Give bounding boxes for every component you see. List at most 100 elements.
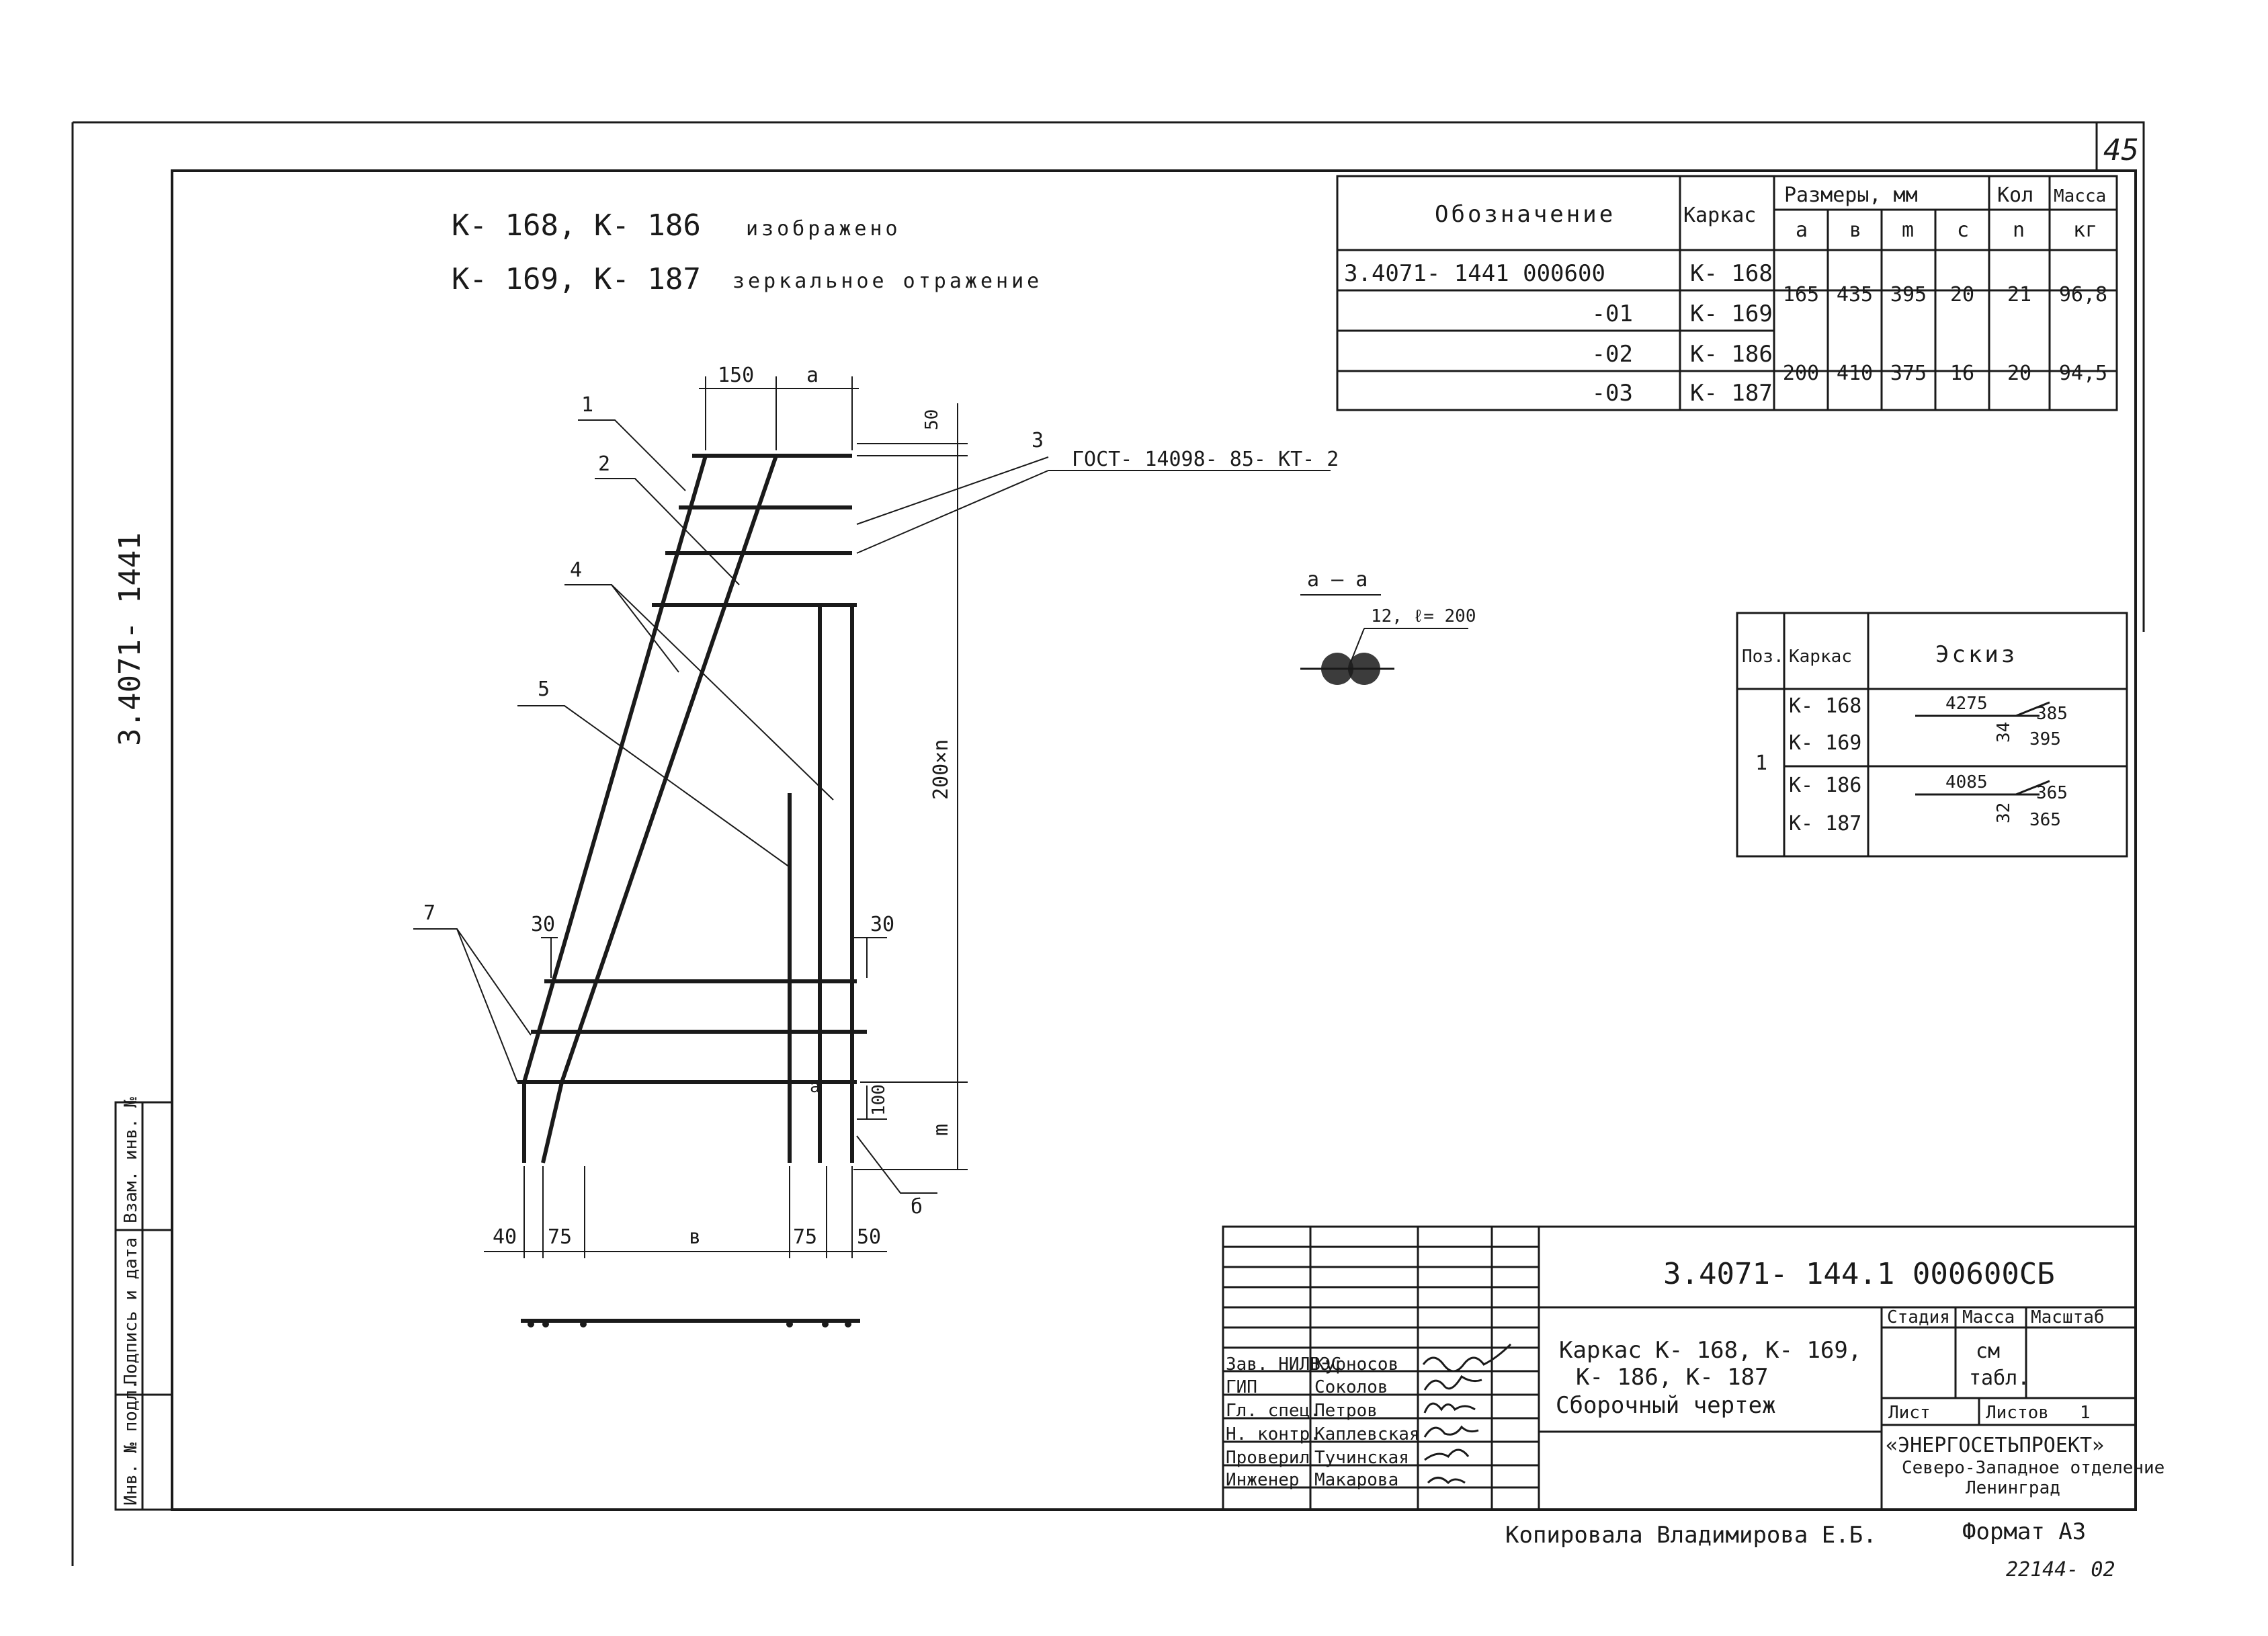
spec-table: Обозначение Каркас Размеры, мм a в m c К… bbox=[1336, 175, 2118, 411]
group2-a: 200 bbox=[1783, 362, 1819, 385]
sketch1-base: 395 bbox=[2029, 729, 2061, 749]
dim-m-right: m bbox=[929, 1124, 953, 1136]
sketch-frame: К- 168 bbox=[1789, 694, 1861, 718]
group1-b: 435 bbox=[1837, 283, 1873, 306]
pos-label-4: 4 bbox=[570, 559, 582, 582]
group2-b: 410 bbox=[1837, 362, 1873, 385]
footer: Копировала Владимирова Е.Б. Формат А3 22… bbox=[1505, 1518, 2115, 1582]
row-designation: -03 bbox=[1592, 380, 1633, 407]
dim-a-top: a bbox=[806, 364, 818, 387]
person-role: Проверил bbox=[1226, 1448, 1310, 1468]
gost-callout: ГОСТ- 14098- 85- КТ- 2 bbox=[1072, 448, 1339, 471]
assembly-drawing: 150 a 50 200×n m a 100 30 30 40 75 в 75 … bbox=[413, 364, 1339, 1327]
sketch-hdr-sketch: Эскиз bbox=[1935, 641, 2017, 668]
section-note: 12, ℓ= 200 bbox=[1371, 606, 1476, 626]
scale-label: Масштаб bbox=[2031, 1307, 2105, 1327]
title-line-3: Сборочный чертеж bbox=[1556, 1392, 1776, 1419]
dim-75-left: 75 bbox=[548, 1225, 572, 1249]
sketch-frame: К- 186 bbox=[1789, 774, 1861, 797]
group2-m: 375 bbox=[1890, 362, 1927, 385]
sketch-hdr-pos: Поз. bbox=[1742, 647, 1784, 667]
sheets-label: Листов bbox=[1986, 1403, 2049, 1423]
hdr-sizes: Размеры, мм bbox=[1784, 183, 1918, 207]
row-designation: 3.4071- 1441 000600 bbox=[1344, 260, 1605, 287]
dim-30-left: 30 bbox=[531, 913, 555, 936]
dim-50-right: 50 bbox=[922, 409, 942, 430]
hdr-c: c bbox=[1957, 218, 1969, 242]
sketch2-side: 32 bbox=[1994, 803, 2014, 823]
pos-label-7: 7 bbox=[423, 901, 435, 925]
hdr-designation: Обозначение bbox=[1435, 201, 1615, 228]
mass-label: Масса bbox=[1962, 1307, 2015, 1327]
title-line-1: Каркас К- 168, К- 169, bbox=[1559, 1337, 1861, 1364]
person-name: Курносов bbox=[1314, 1354, 1398, 1375]
person-name: Каплевская bbox=[1314, 1424, 1420, 1444]
pos-label-3: 3 bbox=[1032, 429, 1044, 452]
sketch-hdr-frame: Каркас bbox=[1789, 647, 1852, 667]
hdr-mass: Масса bbox=[2054, 186, 2106, 206]
dim-30-right: 30 bbox=[870, 913, 894, 936]
title-line-2: К- 186, К- 187 bbox=[1576, 1364, 1769, 1391]
group1-n: 21 bbox=[2007, 283, 2031, 306]
dim-100: 100 bbox=[869, 1084, 889, 1116]
row-frame: К- 187 bbox=[1690, 380, 1773, 407]
stage-label: Стадия bbox=[1887, 1307, 1950, 1327]
person-name: Петров bbox=[1314, 1401, 1378, 1421]
pos-label-6: б bbox=[911, 1195, 923, 1219]
sketch2-base: 365 bbox=[2029, 810, 2061, 830]
note-marks-1: К- 168, К- 186 bbox=[452, 208, 701, 243]
stamp-podpis: Подпись и дата bbox=[121, 1237, 141, 1385]
hdr-a: a bbox=[1796, 218, 1808, 242]
row-frame: К- 169 bbox=[1690, 300, 1773, 327]
sketch1-side: 34 bbox=[1994, 722, 2014, 743]
person-role: Зав. НИЛВЭС bbox=[1226, 1354, 1341, 1375]
stamp-vzam: Взам. инв. № bbox=[121, 1097, 141, 1223]
vertical-doc-code: 3.4071- 1441 bbox=[113, 532, 147, 746]
page-number: 45 bbox=[2103, 133, 2139, 167]
row-frame: К- 168 bbox=[1690, 260, 1773, 287]
note-text-2: зеркальное отражение bbox=[732, 270, 1042, 293]
dim-b: в bbox=[689, 1225, 701, 1249]
sketch1-length: 4275 bbox=[1945, 694, 1988, 714]
hdr-m: m bbox=[1902, 218, 1914, 242]
signatures bbox=[1422, 1343, 1512, 1485]
sketch1-end: 385 bbox=[2036, 704, 2068, 724]
hdr-b: в bbox=[1849, 218, 1861, 242]
section-a-a: a — a 12, ℓ= 200 bbox=[1300, 568, 1476, 685]
mass-value-1: см bbox=[1976, 1340, 2000, 1363]
group1-a: 165 bbox=[1783, 283, 1819, 306]
archive-number: 22144- 02 bbox=[2006, 1558, 2115, 1582]
doc-code: 3.4071- 144.1 000600СБ bbox=[1663, 1257, 2055, 1291]
group2-mass: 94,5 bbox=[2059, 362, 2107, 385]
person-role: ГИП bbox=[1226, 1377, 1257, 1397]
sketch-pos: 1 bbox=[1755, 751, 1767, 775]
hdr-qty: Кол bbox=[1997, 183, 2033, 207]
mirror-note: К- 168, К- 186 изображено К- 169, К- 187… bbox=[452, 208, 1042, 296]
dim-a-small: a bbox=[810, 1077, 821, 1097]
format-label: Формат А3 bbox=[1962, 1518, 2086, 1545]
note-text-1: изображено bbox=[746, 217, 901, 241]
pos-label-5: 5 bbox=[538, 678, 550, 701]
stamp-inv-podl: Инв. № подл. bbox=[121, 1379, 141, 1506]
group1-m: 395 bbox=[1890, 283, 1927, 306]
group1-c: 20 bbox=[1950, 283, 1974, 306]
group1-mass: 96,8 bbox=[2059, 283, 2107, 306]
person-name: Макарова bbox=[1314, 1470, 1398, 1490]
dim-50-bottom: 50 bbox=[857, 1225, 881, 1249]
person-role: Гл. спец. bbox=[1226, 1401, 1320, 1421]
copied-by: Копировала Владимирова Е.Б. bbox=[1505, 1522, 1877, 1549]
org-line-2: Северо-Западное отделение bbox=[1902, 1458, 2165, 1478]
person-name: Тучинская bbox=[1314, 1448, 1409, 1468]
org-line-1: «ЭНЕРГОСЕТЬПРОЕКТ» bbox=[1886, 1434, 2104, 1457]
sketch-frame: К- 169 bbox=[1789, 731, 1861, 755]
hdr-frame: Каркас bbox=[1683, 204, 1756, 227]
row-designation: -01 bbox=[1592, 300, 1633, 327]
row-frame: К- 186 bbox=[1690, 341, 1773, 368]
sketch-table: Поз. Каркас Эскиз 1 К- 168 К- 169 К- 186… bbox=[1736, 612, 2128, 858]
pos-label-2: 2 bbox=[598, 452, 610, 476]
dim-200n: 200×n bbox=[929, 739, 953, 800]
sheet-frame bbox=[71, 121, 2145, 1566]
section-title: a — a bbox=[1307, 568, 1368, 591]
row-designation: -02 bbox=[1592, 341, 1633, 368]
mass-value-2: табл. bbox=[1969, 1366, 2029, 1390]
